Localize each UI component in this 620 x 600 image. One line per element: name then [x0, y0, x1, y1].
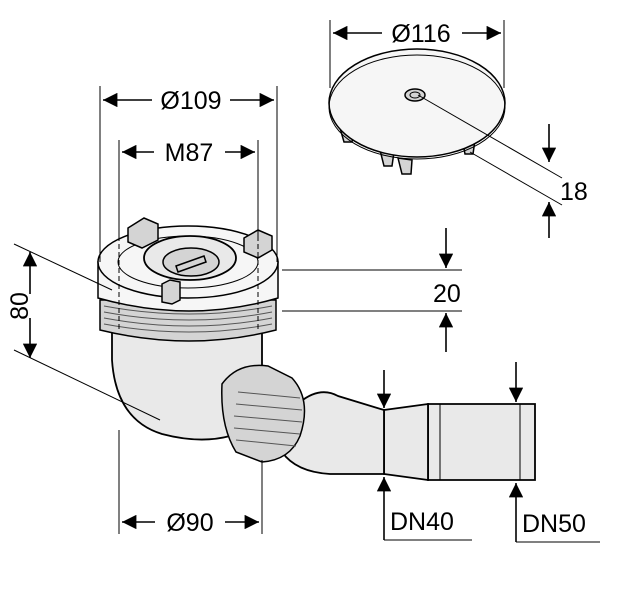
cover-diameter-label: Ø116: [391, 20, 450, 48]
flange-offset-dimension: 20: [282, 228, 462, 352]
body-height-label: 80: [6, 292, 34, 320]
cover-plate: [328, 48, 506, 175]
cover-diameter-dimension: Ø116: [329, 20, 505, 88]
thread-dimension: M87: [118, 139, 259, 236]
dn50-label: DN50: [522, 510, 586, 538]
dn40-dimension: DN40: [376, 370, 472, 541]
flange-diameter-label: Ø109: [160, 87, 221, 115]
thread-size-label: M87: [165, 139, 214, 167]
cover-height-label: 18: [560, 178, 588, 206]
dn50-dimension: DN50: [508, 362, 600, 543]
flange-offset-label: 20: [433, 280, 461, 308]
drain-body: [97, 217, 536, 482]
cover-height-dimension: 18: [417, 94, 588, 238]
dn40-label: DN40: [390, 508, 454, 536]
flange-diameter-dimension: Ø109: [99, 86, 278, 262]
outlet-diameter-label: Ø90: [166, 509, 213, 537]
outlet-diameter-dimension: Ø90: [118, 430, 263, 537]
body-height-dimension: 80: [6, 243, 161, 421]
